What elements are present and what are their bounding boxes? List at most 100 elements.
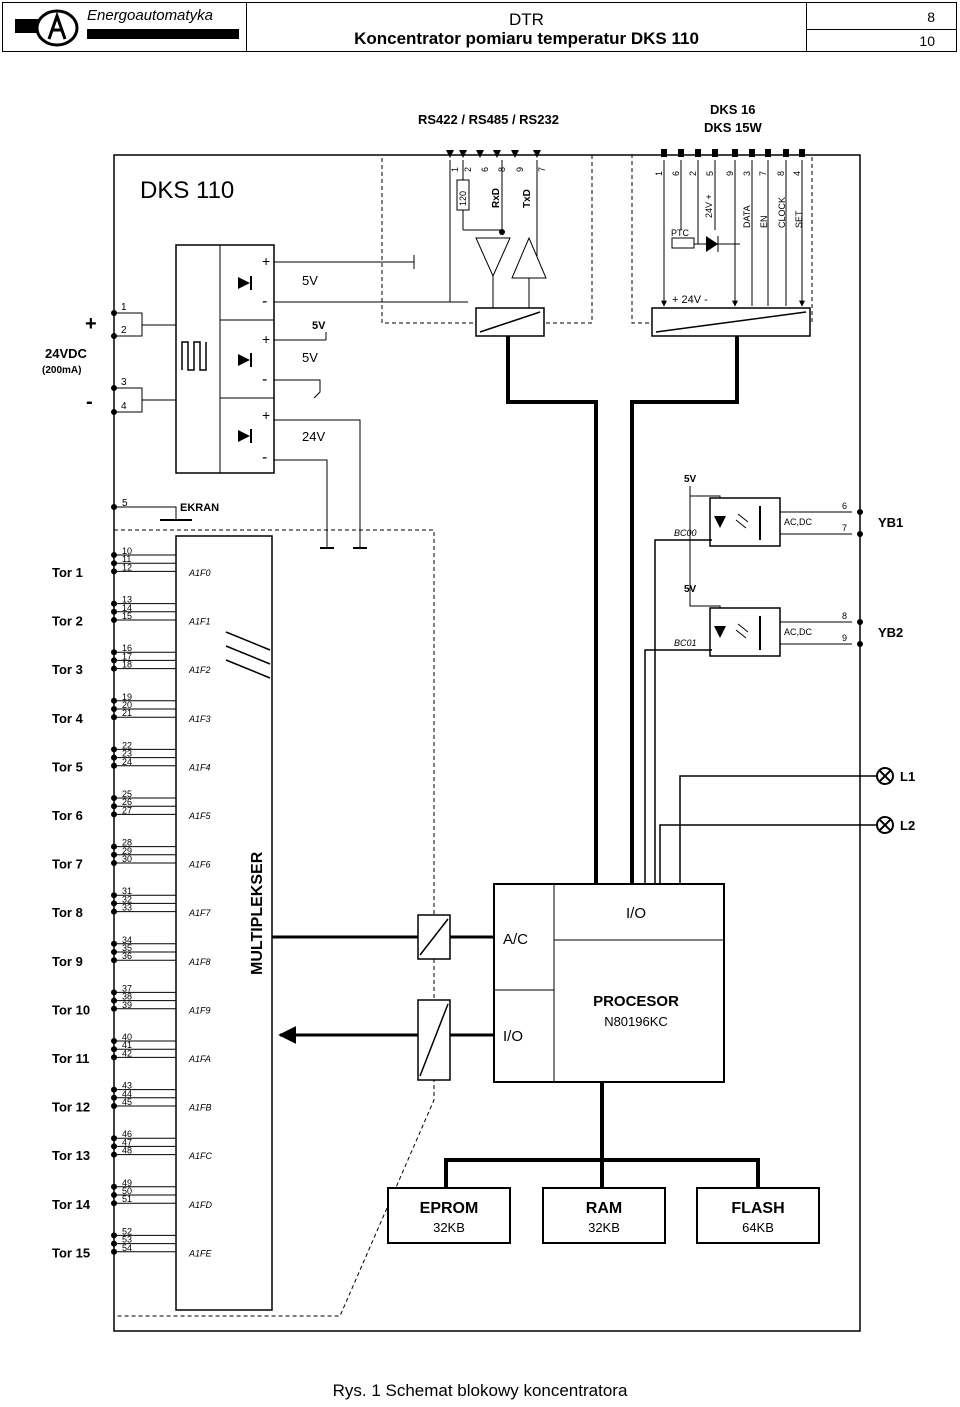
channel-label: Tor 1 [52, 565, 83, 580]
power-pin-number: 4 [121, 401, 127, 412]
channel-address: A1FB [188, 1103, 212, 1113]
channel-pin-number: 24 [122, 757, 132, 767]
supply-output-24v: 24V [302, 429, 325, 444]
channel-label: Tor 12 [52, 1100, 90, 1115]
channel-pin-number: 52 [122, 1226, 132, 1236]
relay-signal: BC01 [674, 638, 697, 648]
channel-pin-number: 26 [122, 797, 132, 807]
relay-label: YB1 [878, 515, 903, 530]
company-logo-icon [15, 9, 79, 47]
channel-pin-number: 31 [122, 886, 132, 896]
multiplexer-label: MULTIPLEKSER [249, 851, 266, 975]
channel-label: Tor 15 [52, 1245, 90, 1260]
memory-name: EPROM [420, 1200, 479, 1217]
channel-pin-number: 46 [122, 1129, 132, 1139]
dks-signal-en: EN [759, 215, 769, 228]
channel-pin-number: 43 [122, 1081, 132, 1091]
channel-pin-number: 33 [122, 903, 132, 913]
ekran: 5 EKRAN [111, 498, 219, 521]
page-number: 8 [927, 9, 935, 25]
channel-address: A1F3 [188, 714, 211, 724]
channel-label: Tor 2 [52, 614, 83, 629]
channel-pin-number: 40 [122, 1032, 132, 1042]
channel-pin-number: 47 [122, 1137, 132, 1147]
relay-label: YB2 [878, 625, 903, 640]
ptc-label: PTC [671, 228, 690, 238]
dac-converter [278, 999, 494, 1081]
relay-pin: 8 [842, 611, 847, 621]
channel-pin-number: 22 [122, 740, 132, 750]
channel-pin-number: 39 [122, 1000, 132, 1010]
channel-address: A1F1 [188, 617, 211, 627]
channel-pin-number: 30 [122, 854, 132, 864]
dks-pin-number: 2 [688, 171, 698, 176]
relay-terminal [857, 509, 863, 515]
dks-pin-marker [799, 149, 805, 157]
light-ray [737, 623, 749, 633]
channel-pin-number: 38 [122, 992, 132, 1002]
memory-box [387, 1187, 511, 1244]
serial-pin-number: 9 [515, 167, 525, 172]
channel-address: A1FA [188, 1054, 211, 1064]
channel-label: Tor 4 [52, 711, 84, 726]
serial-signal-txd: TxD [522, 189, 533, 208]
dks-bus [630, 336, 739, 884]
supply-minus-3: - [262, 449, 267, 466]
channel-label: Tor 8 [52, 905, 83, 920]
relay-signal: BC00 [674, 528, 697, 538]
dks-pin-number: 6 [671, 171, 681, 176]
supply-minus-1: - [262, 293, 267, 310]
channel-pin-number: 44 [122, 1089, 132, 1099]
relay-supply: 5V [684, 474, 697, 485]
channel-pin-number: 13 [122, 595, 132, 605]
channel-address: A1F6 [188, 860, 211, 870]
channel-pin-number: 48 [122, 1146, 132, 1156]
light-ray [735, 519, 747, 529]
lamp-label: L2 [900, 818, 915, 833]
channel-address: A1F8 [188, 957, 211, 967]
channel-address: A1F5 [188, 811, 212, 821]
diode-icon [238, 354, 250, 366]
memory-name: FLASH [731, 1200, 784, 1217]
channel-pin-number: 23 [122, 749, 132, 759]
dks-pin-marker [678, 149, 684, 157]
channel-pin-number: 41 [122, 1040, 132, 1050]
serial-signal-120: 120 [458, 191, 468, 206]
multiplexer-block [175, 535, 273, 1311]
multiplexer-switch-icon [225, 631, 271, 679]
channel-label: Tor 7 [52, 857, 83, 872]
diode-icon [238, 277, 250, 289]
channel-label: Tor 10 [52, 1002, 90, 1017]
channel-label: Tor 5 [52, 759, 83, 774]
channel-pin-number: 18 [122, 660, 132, 670]
channel-label: Tor 6 [52, 808, 83, 823]
dks-pin-number: 8 [776, 171, 786, 176]
relay-terminal [857, 619, 863, 625]
serial-connector: 126897 120 RxD TxD [446, 150, 547, 337]
channel-pin-number: 27 [122, 805, 132, 815]
channel-pin-number: 10 [122, 546, 132, 556]
figure-caption: Rys. 1 Schemat blokowy koncentratora [332, 1381, 628, 1400]
page-cell: 8 10 [807, 3, 957, 51]
dks-pin-number: 5 [705, 171, 715, 176]
channel-label: Tor 14 [52, 1197, 91, 1212]
relay-type: AC,DC [784, 517, 813, 527]
supply-output-5v-label: 5V [312, 320, 326, 332]
ac-label: A/C [503, 931, 528, 948]
supply-plus-2: + [262, 331, 270, 347]
channel-pin-number: 34 [122, 935, 132, 945]
lamp-icon: L2 [876, 816, 915, 834]
io-label-top: I/O [626, 905, 646, 922]
block-diagram: DKS 110 RS422 / RS485 / RS232 DKS 16 DKS… [42, 102, 915, 1332]
adc-converter [272, 914, 494, 960]
supply-plus-1: + [262, 253, 270, 269]
dks-pin-number: 4 [792, 171, 802, 176]
supply-output-5v-2: 5V [302, 350, 318, 365]
channel-address: A1F2 [188, 665, 211, 675]
diode-icon [238, 430, 250, 442]
